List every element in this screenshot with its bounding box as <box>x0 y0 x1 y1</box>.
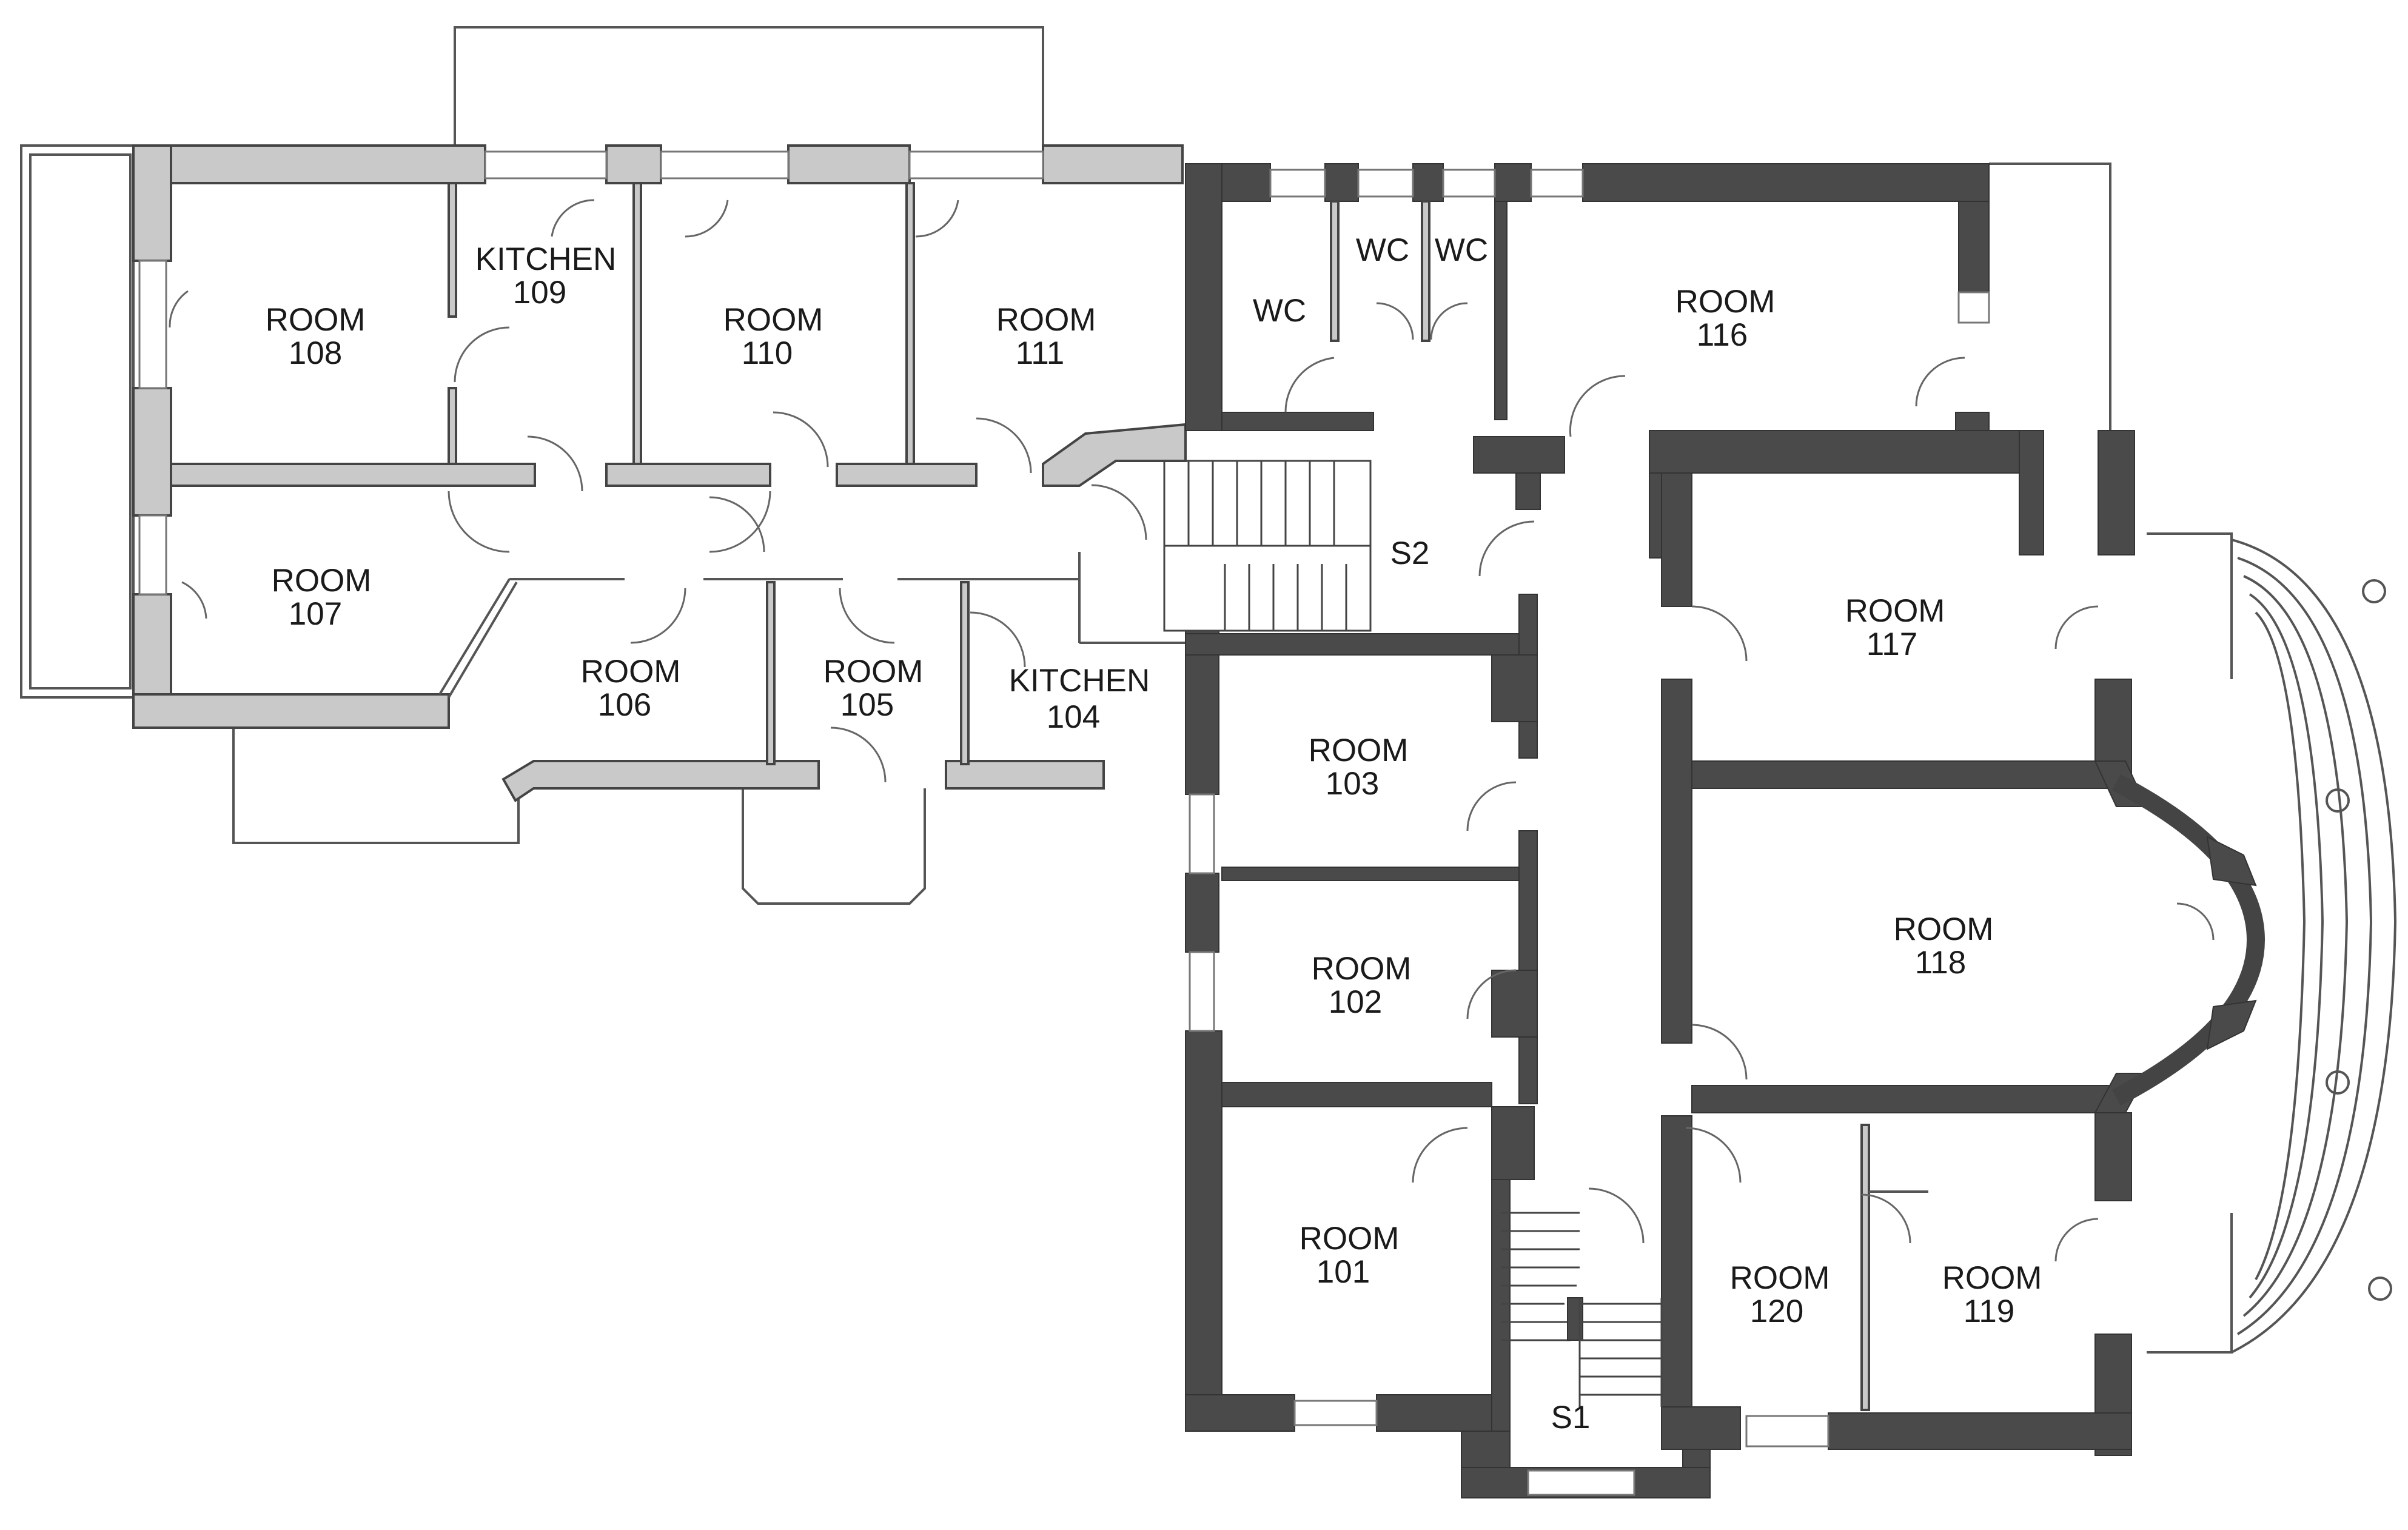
stair-s2 <box>1163 460 1372 632</box>
svg-text:106: 106 <box>598 687 651 723</box>
room-110-label: ROOM 110 <box>723 302 823 371</box>
stair-labels: S2 S1 <box>1390 535 1591 1435</box>
room-117-label: ROOM 117 <box>1845 593 1945 662</box>
svg-text:ROOM: ROOM <box>823 654 924 690</box>
svg-text:ROOM: ROOM <box>581 654 681 690</box>
west-wing-walls <box>132 144 1187 802</box>
wc-labels: WC WC WC <box>1253 232 1488 329</box>
svg-text:KITCHEN: KITCHEN <box>475 241 617 277</box>
room-118-label: ROOM 118 <box>1894 911 1994 981</box>
svg-text:118: 118 <box>1915 945 1967 981</box>
room-101-label: ROOM 101 <box>1300 1221 1400 1290</box>
svg-text:ROOM: ROOM <box>1312 951 1412 987</box>
svg-text:ROOM: ROOM <box>1894 911 1994 947</box>
svg-text:103: 103 <box>1326 766 1379 802</box>
room-107-label: ROOM 107 <box>272 563 372 632</box>
door-swings <box>169 199 2215 1262</box>
room-102-label: ROOM 102 <box>1312 951 1412 1020</box>
svg-text:119: 119 <box>1964 1293 2015 1329</box>
svg-text:120: 120 <box>1750 1293 1803 1329</box>
svg-text:117: 117 <box>1866 626 1918 662</box>
svg-text:WC: WC <box>1253 293 1306 329</box>
kitchen-104-label: KITCHEN 104 <box>1009 663 1150 735</box>
svg-text:102: 102 <box>1329 984 1382 1020</box>
stairs <box>1163 460 1663 1407</box>
svg-text:ROOM: ROOM <box>1730 1260 1830 1296</box>
svg-text:KITCHEN: KITCHEN <box>1009 663 1150 699</box>
svg-text:101: 101 <box>1316 1254 1370 1290</box>
stair-s1 <box>1501 1212 1663 1407</box>
svg-text:116: 116 <box>1697 317 1748 353</box>
svg-text:105: 105 <box>840 687 894 723</box>
svg-text:WC: WC <box>1356 232 1409 268</box>
room-108-label: ROOM 108 <box>266 302 366 371</box>
svg-text:ROOM: ROOM <box>723 302 823 338</box>
room-119-label: ROOM 119 <box>1942 1260 2042 1329</box>
svg-text:109: 109 <box>513 275 566 310</box>
room-120-label: ROOM 120 <box>1730 1260 1830 1329</box>
room-labels: ROOM 108 KITCHEN 109 ROOM 110 ROOM 111 R… <box>266 232 2042 1435</box>
svg-text:ROOM: ROOM <box>1309 733 1409 768</box>
svg-text:108: 108 <box>289 335 342 371</box>
svg-text:104: 104 <box>1047 699 1100 735</box>
svg-text:111: 111 <box>1016 335 1065 371</box>
svg-text:S2: S2 <box>1390 535 1430 571</box>
svg-text:ROOM: ROOM <box>266 302 366 338</box>
svg-text:107: 107 <box>289 596 342 632</box>
svg-text:WC: WC <box>1435 232 1488 268</box>
room-116-label: ROOM 116 <box>1675 284 1776 353</box>
main-block-walls <box>1185 163 2265 1498</box>
svg-text:ROOM: ROOM <box>1942 1260 2042 1296</box>
svg-text:ROOM: ROOM <box>996 302 1096 338</box>
terraces <box>20 26 2397 1354</box>
svg-text:110: 110 <box>742 335 793 371</box>
room-105-label: ROOM 105 <box>823 654 924 723</box>
svg-text:ROOM: ROOM <box>1675 284 1776 320</box>
room-106-label: ROOM 106 <box>581 654 681 723</box>
svg-text:S1: S1 <box>1551 1400 1591 1435</box>
kitchen-109-label: KITCHEN 109 <box>475 241 617 310</box>
svg-text:ROOM: ROOM <box>1300 1221 1400 1257</box>
room-111-label: ROOM 111 <box>996 302 1096 371</box>
room-103-label: ROOM 103 <box>1309 733 1409 802</box>
svg-text:ROOM: ROOM <box>272 563 372 599</box>
svg-text:ROOM: ROOM <box>1845 593 1945 629</box>
